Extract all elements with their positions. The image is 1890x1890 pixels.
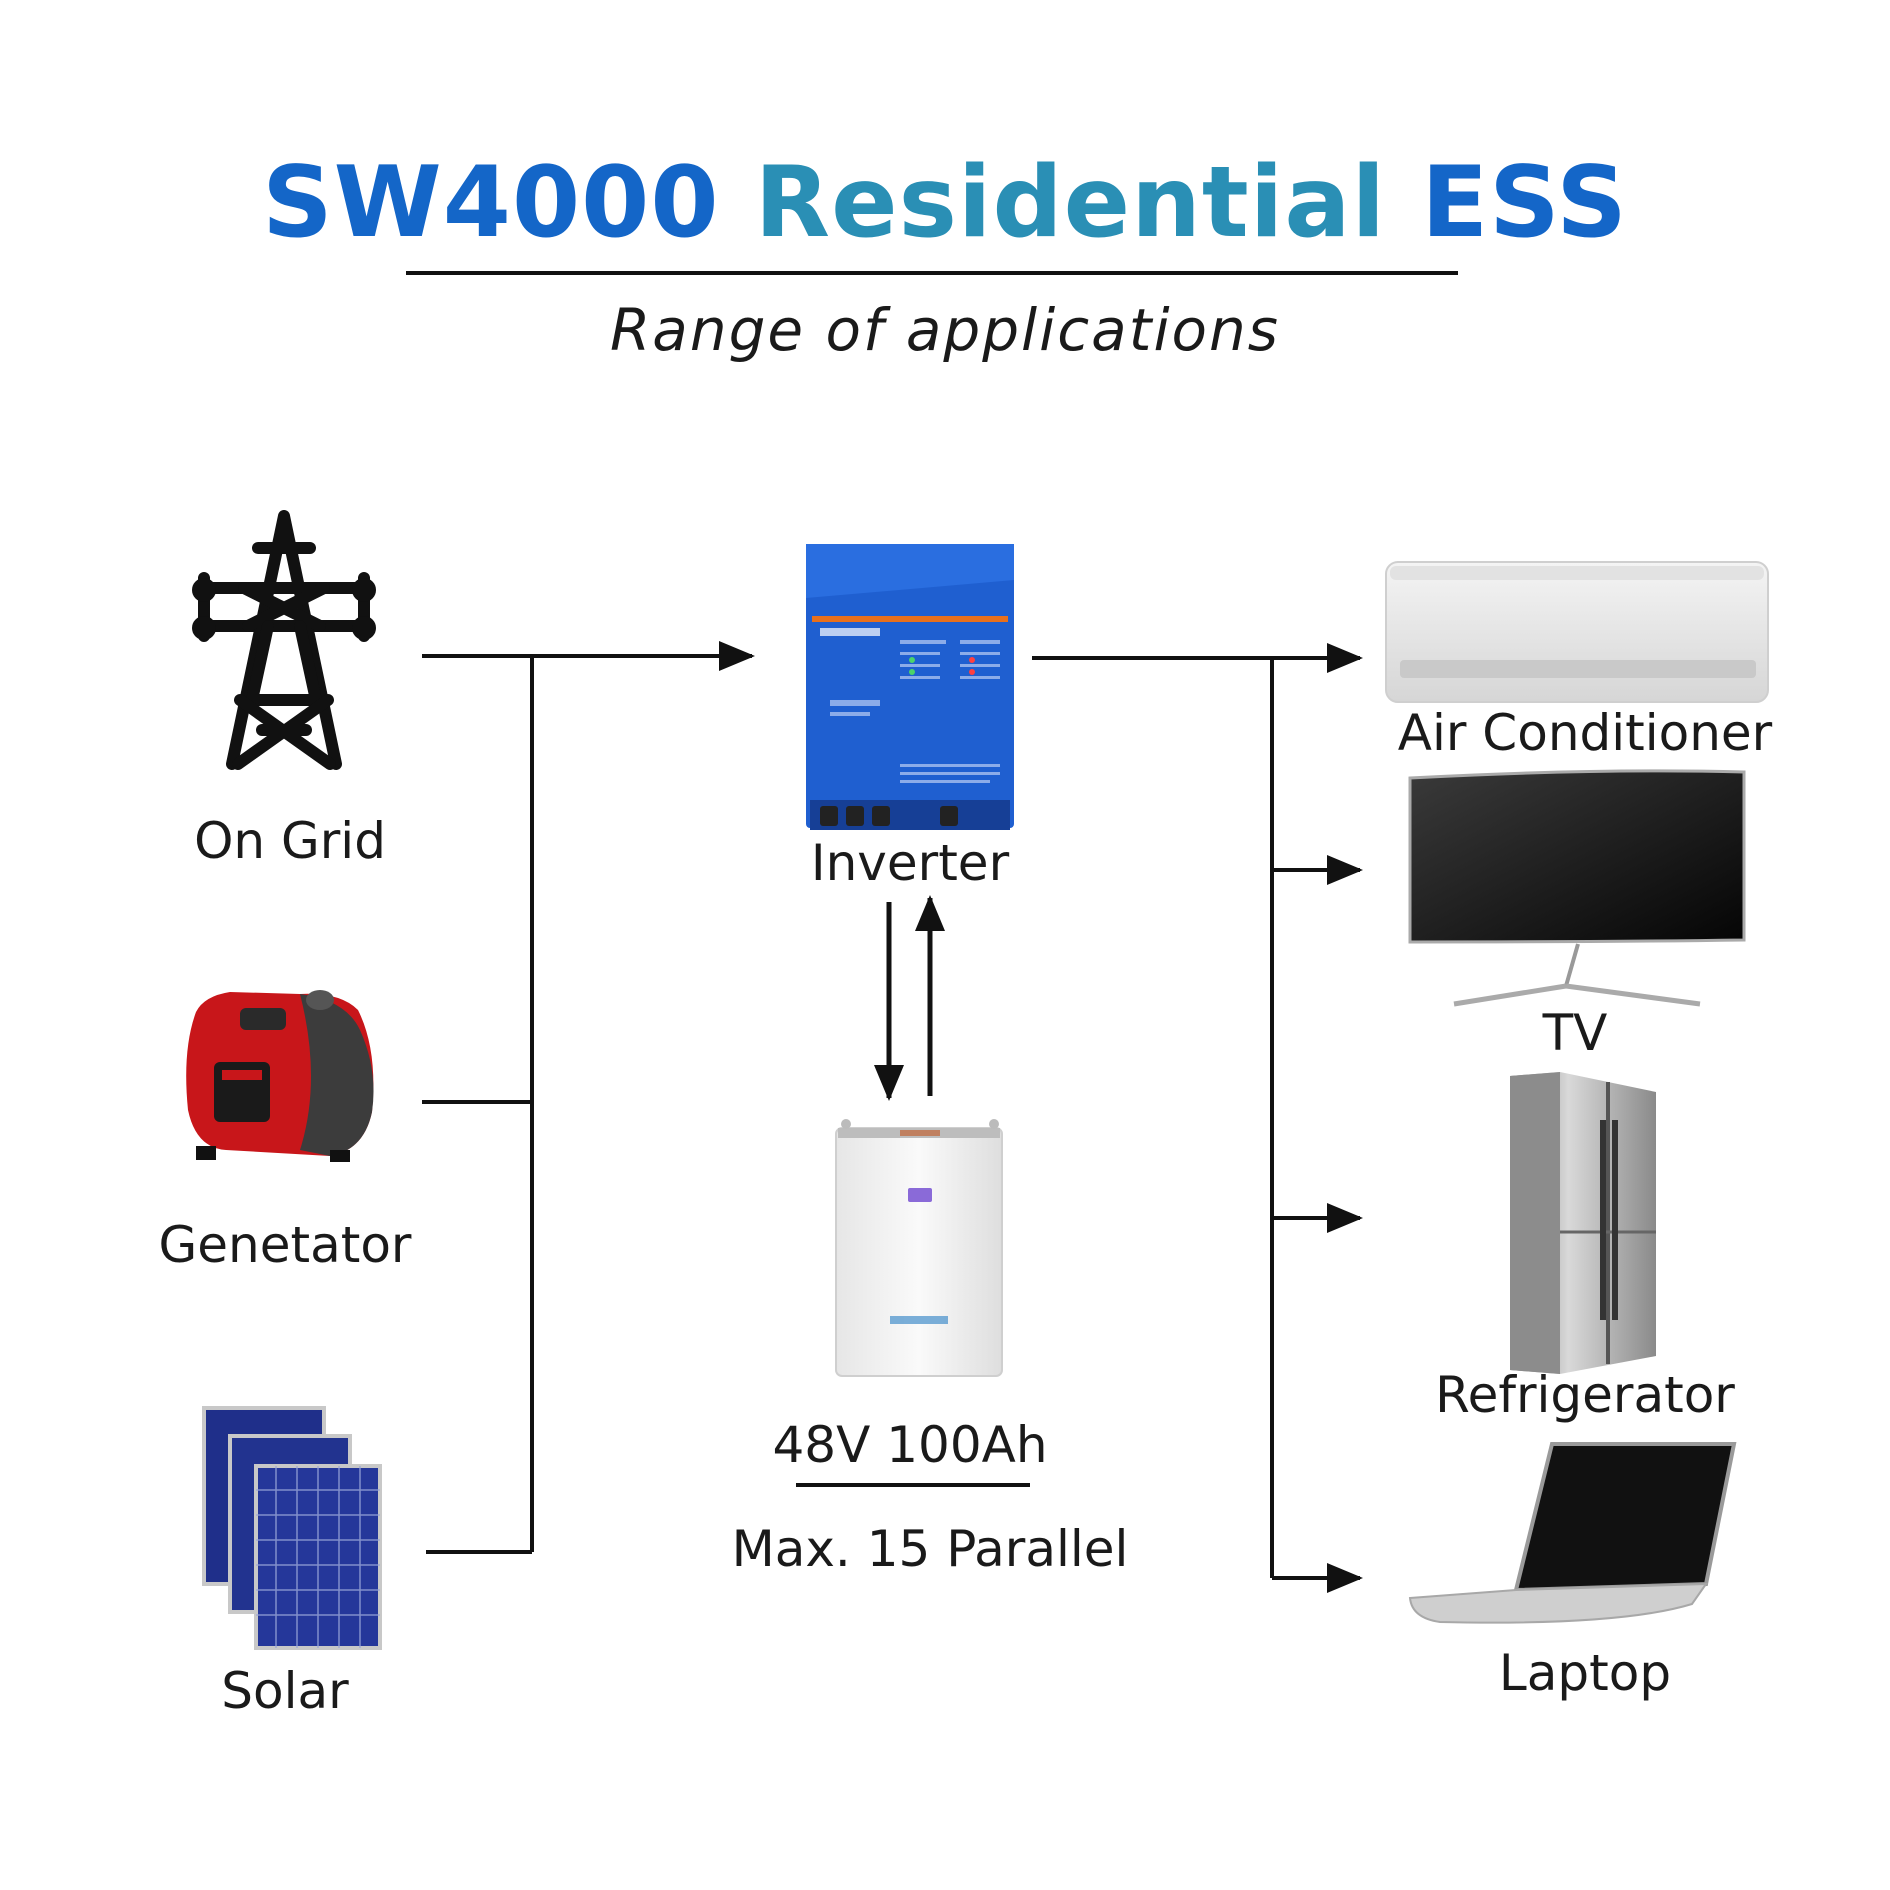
air-conditioner-icon: [1385, 561, 1769, 703]
source-label-generator: Genetator: [158, 1216, 412, 1274]
load-label-laptop: Laptop: [1498, 1644, 1672, 1702]
battery-parallel-note: Max. 15 Parallel: [731, 1520, 1129, 1578]
battery-connectors: [874, 895, 945, 1101]
battery-divider: [796, 1483, 1030, 1487]
load-connectors: [1032, 643, 1363, 1593]
transmission-tower-icon: [192, 510, 376, 770]
laptop-icon: [1408, 1442, 1737, 1624]
source-connectors: [422, 641, 755, 1554]
battery-icon: [835, 1119, 1003, 1377]
title-part-3: ESS: [1421, 146, 1628, 260]
title-divider: [406, 271, 1458, 275]
page-title: SW4000 Residential ESS: [0, 149, 1890, 258]
refrigerator-icon: [1510, 1072, 1656, 1374]
subtitle: Range of applications: [609, 296, 1281, 364]
inverter-icon: [806, 544, 1014, 830]
tv-icon: [1408, 769, 1746, 1007]
generator-icon: [186, 990, 374, 1162]
battery-label: 48V 100Ah: [772, 1416, 1048, 1474]
solar-panel-icon: [202, 1406, 382, 1650]
load-label-air-conditioner: Air Conditioner: [1397, 704, 1773, 762]
load-label-tv: TV: [1542, 1004, 1608, 1062]
source-label-grid: On Grid: [194, 812, 386, 870]
source-label-solar: Solar: [221, 1662, 349, 1720]
title-part-1: SW4000: [262, 146, 720, 260]
load-label-refrigerator: Refrigerator: [1435, 1366, 1735, 1424]
inverter-label: Inverter: [810, 834, 1010, 892]
title-part-2: Residential: [754, 146, 1387, 260]
